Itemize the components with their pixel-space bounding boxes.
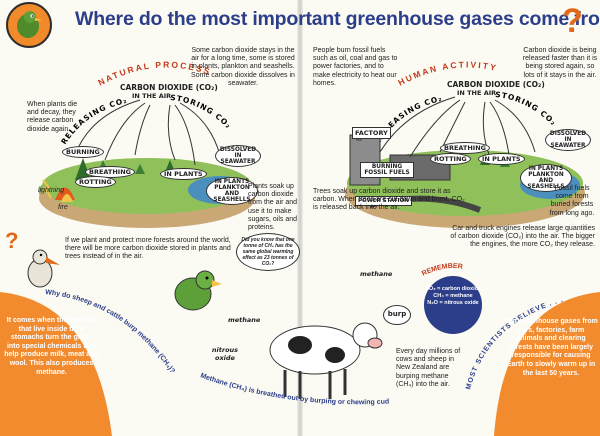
human-co2-air: CARBON DIOXIDE (CO₂): [447, 80, 545, 89]
human-dissolved-label: DISSOLVED IN SEAWATER: [545, 129, 591, 151]
human-top-left-note: People burn fossil fuels such as oil, co…: [313, 47, 398, 87]
scientists-curve: MOST SCIENTISTS BELIEVE . . .: [465, 297, 563, 391]
natural-releasing-arc: RELEASING CO₂: [60, 96, 127, 146]
natural-plankton-label: IN PLANTS PLANKTON AND SEASHELLS: [206, 177, 258, 205]
page-title: Where do the most important greenhouse g…: [75, 8, 600, 30]
human-power-label: POWER STATION: [355, 196, 412, 206]
remember-n2o: N₂O = nitrous oxide: [427, 300, 479, 306]
cows-note: Every day millions of cows and sheep in …: [396, 348, 461, 388]
nitrous-oxide-label: nitrous oxide: [211, 346, 239, 362]
human-factory-label: FACTORY: [352, 127, 391, 139]
remember-co2: CO₂ = carbon dioxide: [424, 286, 482, 292]
human-in-plants-label: IN PLANTS: [478, 153, 525, 165]
natural-in-plants-label: IN PLANTS: [160, 168, 207, 180]
burp-bubble: burp: [383, 305, 411, 325]
bottom-curve-caption: Methane (CH₄) is breathed out by burping…: [199, 372, 389, 406]
natural-plants-note: Plants soak up carbon dioxide from the a…: [248, 183, 298, 232]
remember-circle: [424, 276, 482, 334]
natural-forest-note: If we plant and protect more forests aro…: [65, 237, 231, 261]
natural-burning-label: BURNING: [62, 146, 104, 158]
natural-left-note: When plants die and decay, they release …: [27, 101, 78, 133]
orange-panel: [0, 292, 112, 436]
bird-speech-bubble: Did you know that one tonne of CH₄ has t…: [236, 233, 300, 271]
human-fossil-note: Fossil fuels come from buried forests fr…: [549, 185, 595, 217]
kiwi-mascot-logo: [6, 2, 52, 48]
remember-list: CO₂ = carbon dioxide CH₄ = methane N₂O =…: [424, 286, 482, 307]
lightning-label: lightning: [38, 187, 65, 194]
human-rotting-label: ROTTING: [430, 153, 471, 165]
human-top-right-note: Carbon dioxide is being released faster …: [522, 47, 598, 79]
scientists-note: that greenhouse gases from cars, factori…: [504, 318, 598, 377]
question-mark-small-icon: ?: [5, 228, 19, 253]
sheep-answer: It comes when the bacteria that live ins…: [4, 317, 99, 376]
human-activity-heading: HUMAN ACTIVITY: [396, 59, 496, 87]
human-in-air: IN THE AIR: [457, 89, 497, 97]
orange-panel-right: [494, 292, 600, 436]
human-breathing-label: BREATHING: [440, 142, 490, 154]
methane-label-left: methane: [228, 316, 261, 324]
pelican-icon: [27, 249, 60, 288]
natural-rotting-label: ROTTING: [75, 176, 116, 188]
question-mark-icon: ?: [562, 2, 583, 40]
cow-icon: [269, 322, 383, 399]
natural-storing-arc: STORING CO₂: [170, 93, 232, 131]
human-fossil-label: BURNING FOSSIL FUELS: [360, 162, 414, 178]
natural-flow-arrows: [74, 99, 221, 166]
fire-label: fire: [58, 204, 68, 211]
methane-label-right: methane: [360, 270, 393, 278]
human-car-note: Car and truck engines release large quan…: [450, 225, 595, 249]
parrot-icon: [174, 270, 222, 311]
svg-text:Methane (CH₄) is breathed out: Methane (CH₄) is breathed out by burping…: [199, 372, 389, 406]
natural-co2-air: CARBON DIOXIDE (CO₂): [120, 83, 218, 92]
natural-in-air: IN THE AIR: [132, 92, 172, 100]
natural-process-heading: NATURAL PROCESS: [96, 59, 210, 87]
natural-dissolved-label: DISSOLVED IN SEAWATER: [215, 145, 261, 167]
sheep-question-curve: Why do sheep and cattle burp methane (CH…: [45, 289, 176, 375]
human-trees-note: Trees soak up carbon dioxide and store i…: [313, 188, 465, 212]
human-storing-arc: STORING CO₂: [495, 90, 557, 128]
remember-ch4: CH₄ = methane: [433, 293, 473, 299]
page-gutter: [297, 0, 303, 436]
natural-top-note: Some carbon dioxide stays in the air for…: [191, 47, 295, 87]
human-plankton-label: IN PLANTS PLANKTON AND SEASHELLS: [520, 164, 572, 192]
remember-heading: REMEMBER: [421, 263, 463, 278]
